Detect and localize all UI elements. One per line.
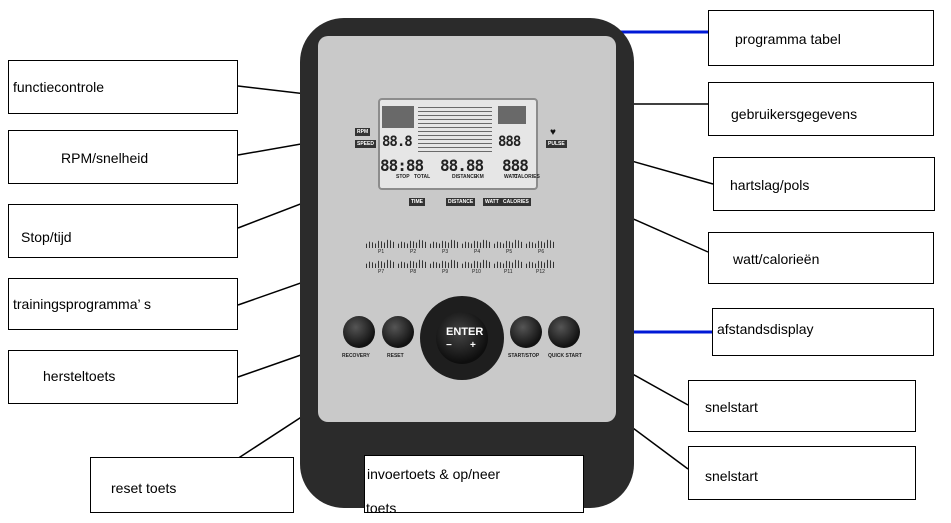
callout-programmas-text: trainingsprogramma’ s	[13, 296, 151, 312]
quick-start-label: QUICK START	[548, 353, 582, 359]
lcd-stop-label: STOP	[396, 174, 410, 180]
program-icon-p12	[526, 259, 556, 268]
callout-afstand-text: afstandsdisplay	[717, 321, 814, 337]
program-icon-p2	[398, 239, 428, 248]
lcd-user-indicators	[498, 106, 526, 124]
program-icon-p8	[398, 259, 428, 268]
lcd-pulse-value: 888	[498, 134, 521, 150]
lcd-calories-label: CALORIES	[514, 174, 540, 180]
callout-hersteltoets-text: hersteltoets	[43, 368, 116, 384]
pulse-label: PULSE	[546, 140, 567, 148]
recovery-label: RECOVERY	[342, 353, 370, 359]
callout-snelstart-2: snelstart	[688, 446, 916, 500]
callout-invoertoets-text: invoertoets & op/neer	[367, 466, 501, 482]
watt-label: WATT	[483, 198, 501, 206]
program-label-p3: P3	[442, 249, 449, 255]
start-stop-label: START/STOP	[508, 353, 540, 359]
callout-watt: watt/calorieën	[708, 232, 934, 284]
program-label-p8: P8	[410, 269, 417, 275]
lcd-function-indicators	[382, 106, 414, 128]
lcd-watt-value: 888	[502, 156, 529, 175]
callout-programma-tabel-text: programma tabel	[735, 31, 841, 47]
lcd-time-value: 88:88	[380, 156, 424, 175]
callout-stop-tijd: Stop/tijd	[8, 204, 238, 258]
callout-reset: reset toets	[90, 457, 294, 513]
lcd-distance-label: DISTANCE	[452, 174, 478, 180]
program-dot-matrix	[418, 104, 492, 152]
callout-hartslag: hartslag/pols	[713, 157, 935, 211]
program-icon-p5	[494, 239, 524, 248]
program-label-p4: P4	[474, 249, 481, 255]
plus-icon: +	[470, 340, 476, 351]
program-label-p5: P5	[506, 249, 513, 255]
reset-button[interactable]	[382, 316, 414, 348]
callout-programmas: trainingsprogramma’ s	[8, 278, 238, 330]
enter-label: ENTER	[446, 326, 484, 338]
recovery-button[interactable]	[343, 316, 375, 348]
callout-hersteltoets: hersteltoets	[8, 350, 238, 404]
program-icon-p10	[462, 259, 492, 268]
callout-invoertoets-text-2: toets	[366, 500, 397, 516]
program-label-p6: P6	[538, 249, 545, 255]
quick-start-button[interactable]	[548, 316, 580, 348]
program-icon-p4	[462, 239, 492, 248]
lcd-watt-label: WATT	[504, 174, 518, 180]
program-label-p2: P2	[410, 249, 417, 255]
callout-snelstart-1: snelstart	[688, 380, 916, 432]
callout-gebruikers: gebruikersgegevens	[708, 82, 934, 136]
callout-hartslag-text: hartslag/pols	[730, 177, 810, 193]
minus-icon: −	[446, 340, 452, 351]
program-label-p10: P10	[472, 269, 481, 275]
callout-snelstart-2-text: snelstart	[705, 468, 758, 484]
program-label-p11: P11	[504, 269, 513, 275]
program-label-p9: P9	[442, 269, 449, 275]
callout-invoertoets: invoertoets & op/neer	[364, 455, 584, 513]
lcd-distance-value: 88.88	[440, 156, 484, 175]
program-label-p12: P12	[536, 269, 545, 275]
lcd-total-label: TOTAL	[414, 174, 431, 180]
callout-snelstart-1-text: snelstart	[705, 399, 758, 415]
callout-rpm: RPM/snelheid	[8, 130, 238, 184]
program-icon-p3	[430, 239, 460, 248]
heart-icon: ♥	[550, 127, 556, 138]
callout-afstand: afstandsdisplay	[712, 308, 934, 356]
program-icon-p7	[366, 259, 396, 268]
program-icon-p11	[494, 259, 524, 268]
callout-gebruikers-text: gebruikersgegevens	[731, 106, 858, 122]
time-label: TIME	[409, 198, 425, 206]
callout-rpm-text: RPM/snelheid	[61, 150, 149, 166]
program-icon-p1	[366, 239, 396, 248]
lcd-rpm-value: 88.8	[382, 134, 413, 150]
program-label-p1: P1	[378, 249, 385, 255]
program-icon-p9	[430, 259, 460, 268]
reset-label: RESET	[387, 353, 404, 359]
enter-button[interactable]	[436, 312, 488, 364]
callout-stop-tijd-text: Stop/tijd	[21, 229, 72, 245]
start-stop-button[interactable]	[510, 316, 542, 348]
callout-functiecontrole: functiecontrole	[8, 60, 238, 114]
speed-label: SPEED	[355, 140, 376, 148]
callout-reset-text: reset toets	[111, 480, 177, 496]
callout-programma-tabel: programma tabel	[708, 10, 934, 66]
lcd-km-label: KM	[476, 174, 484, 180]
program-label-p7: P7	[378, 269, 385, 275]
callout-watt-text: watt/calorieën	[733, 251, 820, 267]
distance-label: DISTANCE	[446, 198, 476, 206]
calories-label: CALORIES	[501, 198, 531, 206]
rpm-label: RPM	[355, 128, 371, 136]
program-icon-p6	[526, 239, 556, 248]
callout-functiecontrole-text: functiecontrole	[13, 79, 105, 95]
